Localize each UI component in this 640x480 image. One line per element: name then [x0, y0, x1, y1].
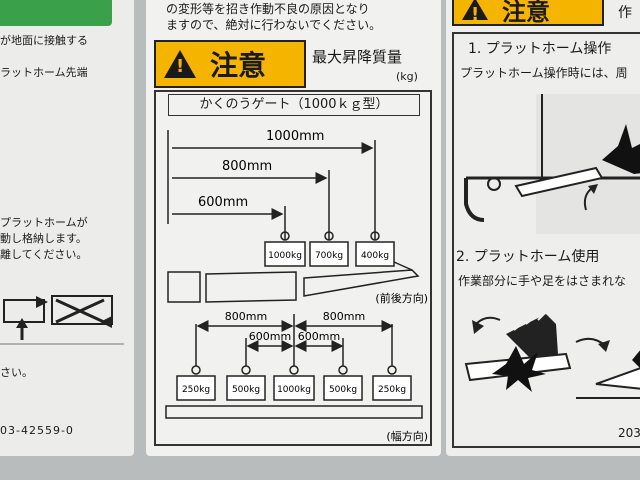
item2-title: 2. プラットホーム使用	[456, 249, 600, 265]
green-header-strip	[0, 0, 112, 26]
item2-illustration	[464, 311, 640, 399]
left-text-6: さい。	[0, 366, 33, 379]
load-label-400kg: 400kg	[361, 251, 389, 261]
left-text-3: プラットホームが	[0, 216, 88, 229]
right-label-panel: 注意 作 1. プラットホーム操作 プラットホーム操作時には、周 2. プラット…	[446, 0, 640, 456]
gate-box	[167, 271, 201, 303]
dim-label-1000: 1000mm	[266, 129, 324, 144]
weight-width-1000kg: 1000kg	[273, 365, 315, 401]
weight-width-500kg-right: 500kg	[323, 365, 363, 401]
item1-title: 1. プラットホーム操作	[468, 41, 612, 57]
width-dim-right-800: 800mm	[323, 310, 365, 323]
top-text-line2: ますので、絶対に行わないでください。	[166, 18, 382, 32]
warning-triangle-icon	[164, 50, 196, 78]
right-warning-triangle-icon	[462, 0, 488, 25]
width-load-2: 500kg	[232, 385, 260, 395]
width-dim-right-600: 600mm	[298, 330, 340, 343]
caution-badge: 注意	[154, 40, 306, 88]
gate-platform-tip	[303, 269, 420, 297]
diagram-frame	[154, 90, 432, 446]
top-text-line1: の変形等を招き作動不良の原因となり	[166, 2, 370, 16]
gate-platform-front	[205, 271, 297, 303]
width-load-4: 500kg	[329, 385, 357, 395]
load-label-1000kg: 1000kg	[268, 251, 302, 261]
width-dim-left-600: 600mm	[249, 330, 291, 343]
item1-text: プラットホーム操作時には、周	[460, 66, 628, 80]
width-load-3: 1000kg	[277, 385, 311, 395]
max-load-unit: (kg)	[396, 70, 418, 83]
width-dim-left-800: 800mm	[225, 310, 267, 323]
dim-label-800: 800mm	[222, 159, 272, 174]
width-load-5: 250kg	[378, 385, 406, 395]
dim-label-600: 600mm	[198, 195, 248, 210]
right-frame	[452, 32, 640, 448]
item2-text: 作業部分に手や足をはさまれな	[458, 274, 627, 288]
left-mechanism-diagram	[0, 295, 124, 345]
width-direction-label: (幅方向)	[386, 429, 428, 443]
load-diagram: 1000mm 800mm 600mm 1000kg 700kg 400kg (前…	[165, 129, 428, 443]
weight-1000kg: 1000kg	[264, 231, 306, 267]
part-number: 03-42559-0	[0, 424, 74, 437]
left-text-5: 離してください。	[0, 248, 88, 261]
weight-400kg: 400kg	[355, 231, 395, 267]
width-platform	[165, 405, 423, 419]
weight-width-250kg-right: 250kg	[372, 365, 412, 401]
width-load-1: 250kg	[182, 385, 210, 395]
weight-700kg: 700kg	[309, 231, 349, 267]
weight-width-250kg-left: 250kg	[176, 365, 216, 401]
max-load-title: 最大昇降質量	[312, 48, 403, 66]
left-label-panel: が地面に接触する ラットホーム先端 プラットホームが 動し格納します。 離してく…	[0, 0, 134, 456]
weight-width-500kg-left: 500kg	[226, 365, 266, 401]
right-caution-badge: 注意	[452, 0, 604, 26]
right-caution-side-text: 作	[618, 5, 632, 21]
left-text-4: 動し格納します。	[0, 232, 87, 245]
item1-illustration	[464, 94, 640, 234]
left-text-2: ラットホーム先端	[0, 66, 88, 79]
load-label-700kg: 700kg	[315, 251, 343, 261]
section-title: かくのうゲート（1000ｋｇ型）	[168, 94, 420, 116]
right-caution-word: 注意	[502, 0, 550, 26]
right-code: 203	[618, 426, 640, 440]
caution-word: 注意	[210, 49, 267, 82]
left-text-1: が地面に接触する	[0, 34, 88, 47]
front-back-direction-label: (前後方向)	[375, 291, 428, 305]
center-label-panel: の変形等を招き作動不良の原因となり ますので、絶対に行わないでください。 注意 …	[146, 0, 441, 456]
